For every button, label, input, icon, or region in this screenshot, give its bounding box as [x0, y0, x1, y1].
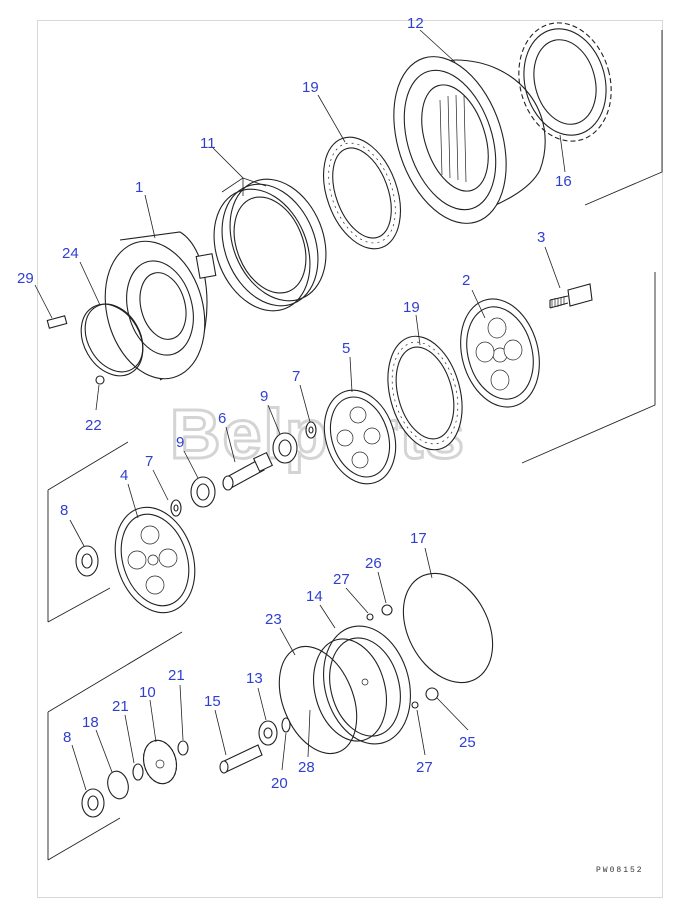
part-bearing-8-upper [75, 545, 99, 577]
label-8-upper: 8 [60, 502, 68, 519]
part-plug-25 [425, 687, 439, 701]
part-bearing-9-lower [190, 476, 216, 508]
label-15: 15 [204, 693, 221, 710]
label-29: 29 [17, 270, 34, 287]
label-7-upper: 7 [292, 368, 300, 385]
part-shaft-6 [222, 451, 274, 491]
part-washer-7-upper [305, 421, 317, 439]
label-17: 17 [410, 530, 427, 547]
part-snap-ring-17 [402, 572, 494, 684]
part-seal-11 [213, 178, 327, 312]
label-1: 1 [135, 179, 143, 196]
part-bearing-13 [258, 720, 278, 746]
leader-lines [34, 29, 566, 791]
label-25: 25 [459, 734, 476, 751]
label-9-lower: 9 [176, 434, 184, 451]
label-6: 6 [218, 410, 226, 427]
label-21-left: 21 [112, 698, 129, 715]
label-18: 18 [82, 714, 99, 731]
part-snap-ring-21-right [177, 740, 189, 756]
label-23: 23 [265, 611, 282, 628]
label-20: 20 [271, 775, 288, 792]
label-5: 5 [342, 340, 350, 357]
drawing-code: PW08152 [596, 866, 644, 875]
label-2: 2 [462, 272, 470, 289]
label-24: 24 [62, 245, 79, 262]
part-cover-14 [313, 625, 411, 745]
label-22: 22 [85, 417, 102, 434]
part-shaft-15 [219, 744, 263, 774]
label-12: 12 [407, 15, 424, 32]
label-9-upper: 9 [260, 388, 268, 405]
label-13: 13 [246, 670, 263, 687]
label-19-upper: 19 [302, 79, 319, 96]
label-14: 14 [306, 588, 323, 605]
label-27-lower: 27 [416, 759, 433, 776]
label-27-upper: 27 [333, 571, 350, 588]
part-bearing-19-upper [323, 136, 401, 250]
part-pin-29 [46, 315, 68, 329]
part-carrier-4 [114, 506, 196, 614]
label-21-right: 21 [168, 667, 185, 684]
part-housing-12 [393, 56, 546, 224]
part-bolt-3 [549, 283, 593, 309]
part-bearing-19-lower [387, 335, 463, 451]
part-number-labels: 12 16 19 11 1 24 29 22 3 2 19 5 7 9 6 9 … [17, 15, 572, 792]
part-bearing-9-upper [272, 432, 298, 464]
label-4: 4 [120, 467, 128, 484]
label-26: 26 [365, 555, 382, 572]
part-bearing-8-lower [81, 788, 105, 818]
part-hub-1 [104, 231, 217, 381]
part-gear-10 [142, 739, 178, 785]
part-plug-26 [381, 604, 393, 616]
part-snap-ring-21-left [132, 763, 144, 781]
part-carrier-2 [460, 298, 540, 408]
part-oring-27-upper [366, 613, 374, 621]
part-washer-7-lower [170, 499, 182, 517]
group-boundaries [47, 30, 663, 861]
label-16: 16 [555, 173, 572, 190]
label-8-lower: 8 [63, 729, 71, 746]
label-19-lower: 19 [403, 299, 420, 316]
part-oring-27-lower [411, 701, 419, 709]
part-washer-20 [281, 717, 291, 733]
part-snap-ring-24 [80, 303, 144, 377]
label-3: 3 [537, 229, 545, 246]
part-carrier-5 [323, 389, 397, 485]
label-7-lower: 7 [145, 453, 153, 470]
part-ring-gear-16 [518, 22, 612, 142]
part-snap-ring-23 [278, 645, 358, 755]
part-ring-18 [107, 770, 129, 800]
label-10: 10 [139, 684, 156, 701]
label-28: 28 [298, 759, 315, 776]
part-pin-22 [95, 375, 105, 385]
label-11: 11 [200, 135, 216, 152]
